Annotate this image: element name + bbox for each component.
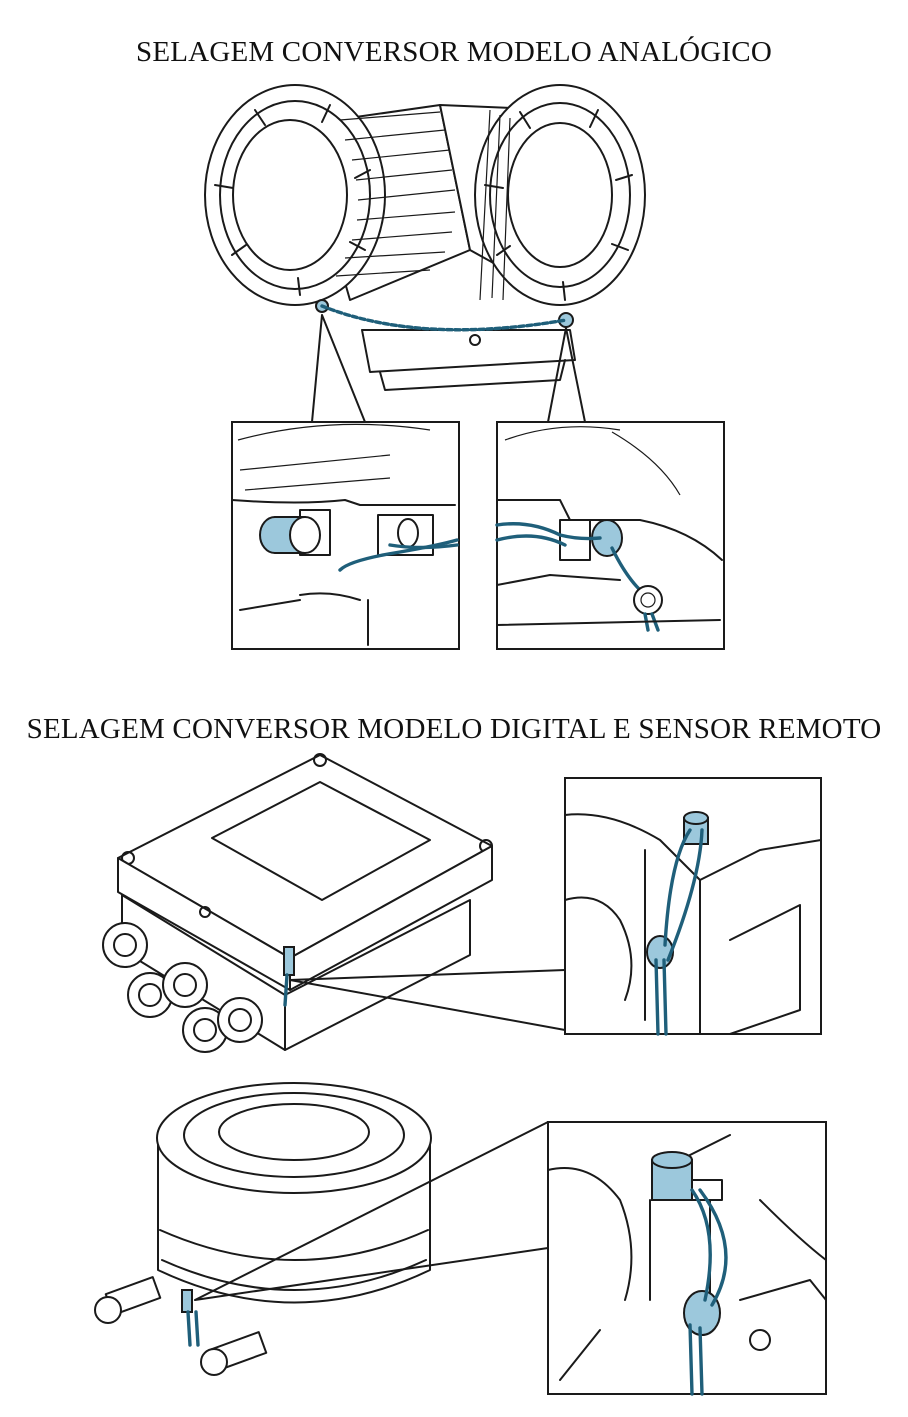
- analog-detail-right: [495, 421, 725, 650]
- digital-converter-housing: [102, 753, 566, 1053]
- analog-detail-left: [231, 421, 460, 650]
- remote-sensor-housing: [94, 1082, 549, 1376]
- digital-detail: [564, 777, 822, 1036]
- analog-converter-housing: [204, 84, 646, 423]
- title-digital: SELAGEM CONVERSOR MODELO DIGITAL E SENSO…: [26, 713, 882, 745]
- remote-sensor-detail: [547, 1121, 827, 1396]
- title-analog: SELAGEM CONVERSOR MODELO ANALÓGICO: [136, 36, 772, 68]
